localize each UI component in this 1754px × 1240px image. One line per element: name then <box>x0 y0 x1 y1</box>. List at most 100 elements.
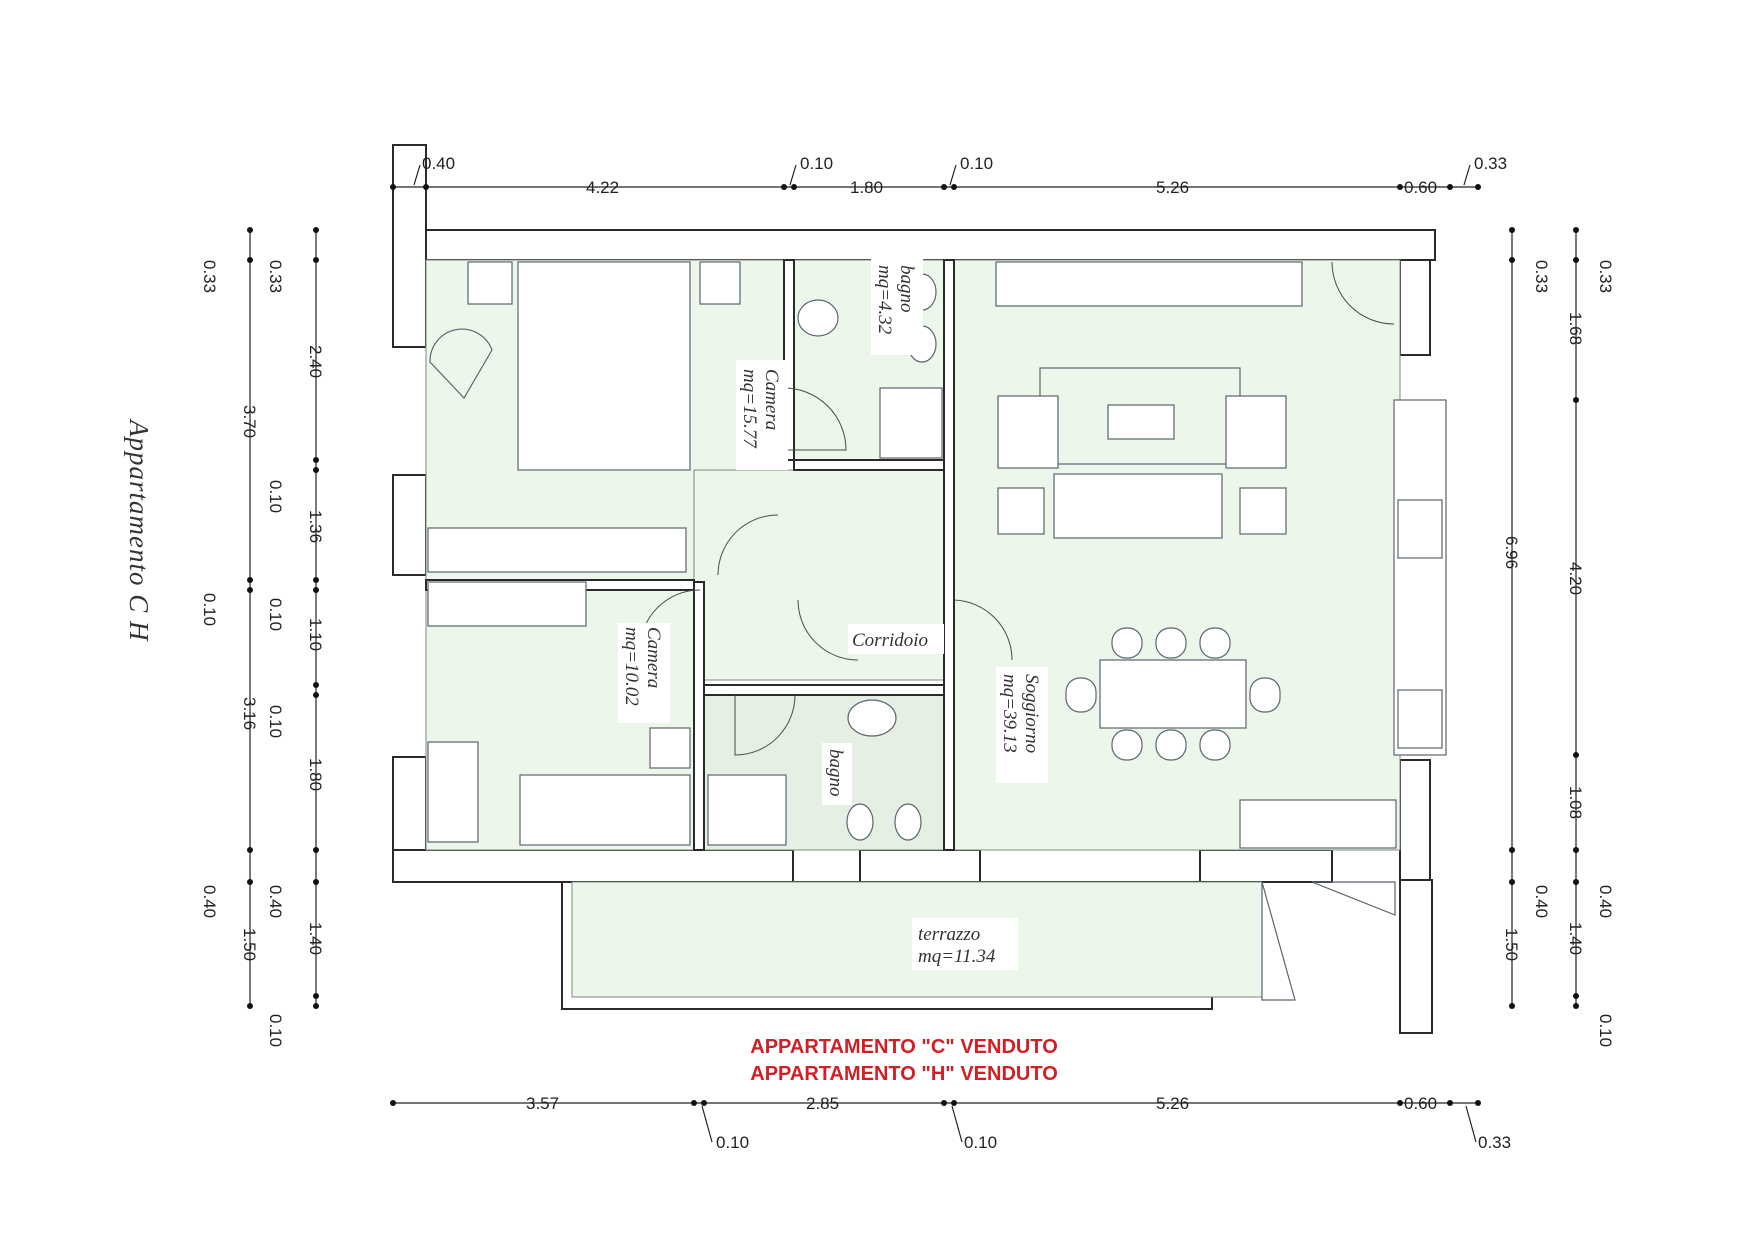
wall-right-tower <box>1399 879 1433 1034</box>
bed-double <box>517 261 691 471</box>
label-camera1: Camera mq=15.77 <box>736 360 788 470</box>
sideboard <box>1239 799 1397 849</box>
dim-lo-3: 0.10 <box>200 593 219 626</box>
door-corridoio <box>717 514 779 576</box>
stove <box>1397 499 1443 559</box>
label-soggiorno: Soggiorno mq=39.13 <box>996 667 1048 783</box>
tick-dot <box>1573 752 1579 758</box>
dim-left-inner-ticks <box>313 227 319 1009</box>
sold-notice-c: APPARTAMENTO "C" VENDUTO <box>750 1036 1058 1058</box>
tick-dot <box>247 227 253 233</box>
chair <box>1249 677 1281 713</box>
side-table-left <box>997 487 1045 535</box>
dim-top-s4: 0.33 <box>1474 154 1507 173</box>
dim-li-10: 1.40 <box>306 922 325 955</box>
label-bg <box>996 667 1048 783</box>
dim-lo-5: 0.40 <box>200 885 219 918</box>
tick-dot <box>1509 1003 1515 1009</box>
dim-li-1: 0.33 <box>266 260 285 293</box>
label-bg <box>822 743 852 805</box>
partition-h1 <box>793 459 945 471</box>
sofa <box>1053 473 1223 539</box>
sink-bagno2 <box>847 699 897 737</box>
label-camera2: Camera mq=10.02 <box>618 623 670 723</box>
dim-ro-7: 0.10 <box>1596 1014 1615 1047</box>
nightstand-left <box>467 261 513 305</box>
nightstand-camera2 <box>649 727 691 769</box>
dim-ri-4: 1.50 <box>1502 928 1521 961</box>
tick-dot <box>701 1100 707 1106</box>
bagno2-name: bagno <box>825 749 846 797</box>
dim-li-5: 0.10 <box>266 598 285 631</box>
dim-bottom-2: 2.85 <box>806 1094 839 1113</box>
bidet-bagno2 <box>894 803 922 841</box>
soggiorno-name: Soggiorno <box>1021 674 1042 753</box>
dim-ro-4: 1.08 <box>1566 786 1585 819</box>
label-bg <box>912 918 1018 970</box>
tick-dot <box>247 847 253 853</box>
wall-bottom-left <box>392 849 794 883</box>
door-bagno2 <box>734 694 796 756</box>
armchair-left <box>997 395 1059 469</box>
nightstand-right <box>699 261 741 305</box>
dim-ro-6: 1.40 <box>1566 922 1585 955</box>
dim-bottom-4: 0.60 <box>1404 1094 1437 1113</box>
terrazzo-area: mq=11.34 <box>918 946 996 967</box>
dim-li-9: 0.40 <box>266 885 285 918</box>
dim-li-4: 1.36 <box>306 510 325 543</box>
dim-right-inner-ticks <box>1509 227 1515 1009</box>
leader-top <box>413 164 1471 186</box>
chair <box>1065 677 1097 713</box>
corridoio-name: Corridoio <box>852 630 928 651</box>
tick-dot <box>313 587 319 593</box>
room-labels: Camera mq=15.77 bagno mq=4.32 Camera mq=… <box>618 255 1048 970</box>
tick-dot <box>313 1003 319 1009</box>
dim-ri-2: 6.96 <box>1502 536 1521 569</box>
dim-top-4: 0.60 <box>1404 178 1437 197</box>
sink-bagno1 <box>797 299 839 337</box>
tick-dot <box>247 257 253 263</box>
tick-dot <box>313 682 319 688</box>
wall-bottom-mid <box>859 849 981 883</box>
dim-ro-3: 4.20 <box>1566 562 1585 595</box>
armchair-right <box>1225 395 1287 469</box>
label-bagno2: bagno <box>822 743 852 805</box>
tick-dot <box>313 577 319 583</box>
tick-dot <box>1509 257 1515 263</box>
door-corridoio-2 <box>797 599 859 661</box>
tick-dot <box>313 847 319 853</box>
chair <box>1155 627 1187 659</box>
wardrobe-camera2 <box>427 581 587 627</box>
tick-dot <box>390 184 396 190</box>
tick-dot <box>247 577 253 583</box>
terrazzo-name: terrazzo <box>918 924 980 945</box>
dim-ro-5: 0.40 <box>1596 885 1615 918</box>
wc-bagno2 <box>846 803 874 841</box>
dim-top-s3: 0.10 <box>960 154 993 173</box>
tick-dot <box>951 1100 957 1106</box>
tick-dot <box>1447 184 1453 190</box>
tick-dot <box>423 184 429 190</box>
tick-dot <box>1509 227 1515 233</box>
label-bg <box>848 624 944 654</box>
dim-li-2: 2.40 <box>306 345 325 378</box>
door-camera1 <box>783 387 847 451</box>
tick-dot <box>941 184 947 190</box>
label-bg <box>618 623 670 723</box>
tick-dot <box>247 587 253 593</box>
tick-dot <box>313 993 319 999</box>
camera2-area: mq=10.02 <box>621 627 642 706</box>
terrace-stair <box>1261 881 1396 1001</box>
tick-dot <box>390 1100 396 1106</box>
wall-left-upper <box>392 144 427 348</box>
label-bagno1: bagno mq=4.32 <box>871 255 923 355</box>
door-entry <box>1331 261 1395 325</box>
wall-bottom-right <box>1199 849 1333 883</box>
label-bg <box>871 255 923 355</box>
tick-dot <box>1509 879 1515 885</box>
tick-dot <box>313 227 319 233</box>
leader-bottom <box>701 1105 1477 1143</box>
bagno1-name: bagno <box>896 265 917 313</box>
dim-bottom-s2: 0.10 <box>964 1133 997 1152</box>
